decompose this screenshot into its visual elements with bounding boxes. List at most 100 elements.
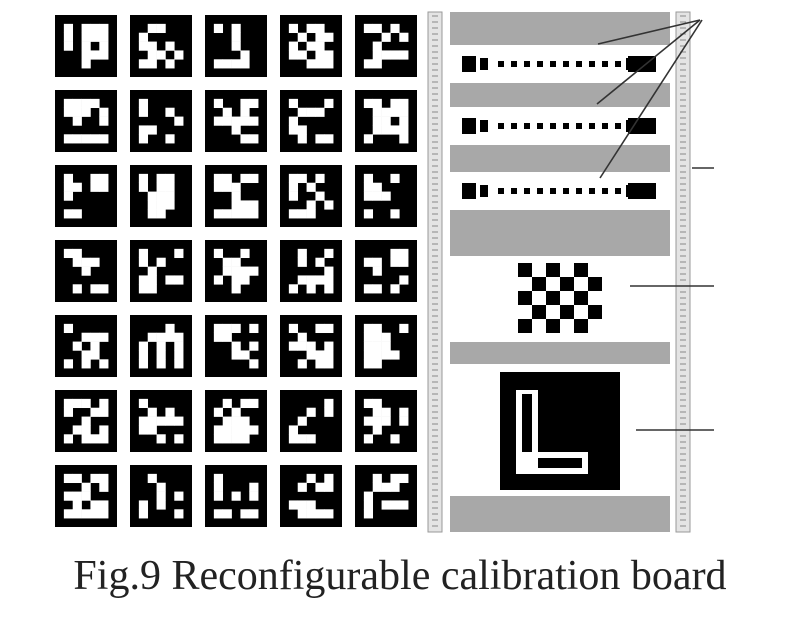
fiducial-marker (355, 465, 417, 527)
fiducial-marker (55, 390, 117, 452)
leader-line-strip-3 (599, 19, 703, 179)
fiducial-marker (205, 90, 267, 152)
checker-square (546, 319, 560, 333)
checker-square (588, 305, 602, 319)
checker-square (574, 291, 588, 305)
strip-dot (589, 188, 595, 194)
fiducial-marker (205, 465, 267, 527)
strip-square-big (462, 183, 476, 199)
leader-line-strip-1 (597, 19, 701, 45)
leader-line-strip-2 (596, 19, 701, 105)
strip-dot (537, 61, 543, 67)
calibration-board-figure (55, 11, 714, 533)
strip-dot (524, 188, 530, 194)
strip-dot (615, 123, 621, 129)
fiducial-marker (130, 240, 192, 302)
l-shape-horizontal-inner (538, 458, 582, 468)
strip-dot (589, 123, 595, 129)
strip-dot (550, 123, 556, 129)
dot-strip-3 (462, 183, 656, 199)
strip-dot (537, 123, 543, 129)
strip-dot (511, 61, 517, 67)
strip-square-mid (626, 58, 634, 70)
fiducial-marker (355, 165, 417, 227)
checker-square (518, 319, 532, 333)
fiducial-marker (355, 390, 417, 452)
dot-strip-panel-1 (450, 45, 670, 83)
strip-square-mid (626, 120, 634, 132)
strip-dot (550, 61, 556, 67)
strip-dot (524, 61, 530, 67)
fiducial-marker (205, 240, 267, 302)
strip-dot (498, 61, 504, 67)
fiducial-marker (205, 315, 267, 377)
fiducial-marker (55, 15, 117, 77)
checker-square (560, 277, 574, 291)
strip-dot (602, 61, 608, 67)
strip-square-big (642, 183, 656, 199)
fiducial-marker (55, 315, 117, 377)
fiducial-marker (280, 465, 342, 527)
board-frame-left (427, 11, 443, 533)
strip-square-mid (480, 120, 488, 132)
fiducial-marker (280, 390, 342, 452)
strip-square-big (462, 118, 476, 134)
fiducial-marker (280, 165, 342, 227)
checker-square (532, 277, 546, 291)
fiducial-marker (130, 90, 192, 152)
fiducial-marker (130, 315, 192, 377)
fiducial-marker (280, 15, 342, 77)
strip-dot (498, 123, 504, 129)
strip-dot (563, 188, 569, 194)
fiducial-marker (205, 390, 267, 452)
fiducial-marker (130, 165, 192, 227)
strip-dot (498, 188, 504, 194)
fiducial-marker (280, 315, 342, 377)
l-shape-vertical-inner (522, 394, 532, 464)
checker-square (532, 305, 546, 319)
strip-dot (576, 123, 582, 129)
checker-square (560, 305, 574, 319)
fiducial-marker (205, 165, 267, 227)
strip-dot (615, 61, 621, 67)
checker-square (574, 319, 588, 333)
strip-dot (602, 123, 608, 129)
strip-dot (563, 123, 569, 129)
strip-dot (524, 123, 530, 129)
fiducial-marker (130, 15, 192, 77)
fiducial-marker (55, 165, 117, 227)
fiducial-marker (55, 240, 117, 302)
checker-square (588, 277, 602, 291)
strip-square-big (462, 56, 476, 72)
dot-strip-panel-2 (450, 107, 670, 145)
strip-dot (511, 123, 517, 129)
fiducial-marker (55, 465, 117, 527)
fiducial-marker (355, 315, 417, 377)
checker-pattern (518, 263, 602, 333)
checker-square (518, 291, 532, 305)
strip-dot (511, 188, 517, 194)
fiducial-marker (355, 90, 417, 152)
figure-caption: Fig.9 Reconfigurable calibration board (73, 553, 727, 599)
marker-grid (55, 15, 417, 527)
strip-square-mid (626, 185, 634, 197)
fiducial-marker (355, 15, 417, 77)
strip-dot (576, 61, 582, 67)
strip-dot (576, 188, 582, 194)
reconfigurable-board (427, 11, 691, 533)
checker-square (546, 263, 560, 277)
l-shape-panel (450, 364, 670, 496)
fiducial-marker (280, 90, 342, 152)
fiducial-marker (130, 390, 192, 452)
board-frame-right (675, 11, 691, 533)
fiducial-marker (355, 240, 417, 302)
dot-strip-1 (462, 56, 656, 72)
fiducial-marker (205, 15, 267, 77)
checker-square (546, 291, 560, 305)
strip-square-mid (480, 58, 488, 70)
strip-square-mid (480, 185, 488, 197)
strip-square-big (642, 118, 656, 134)
strip-dot (563, 61, 569, 67)
fiducial-marker (55, 90, 117, 152)
strip-dot (550, 188, 556, 194)
